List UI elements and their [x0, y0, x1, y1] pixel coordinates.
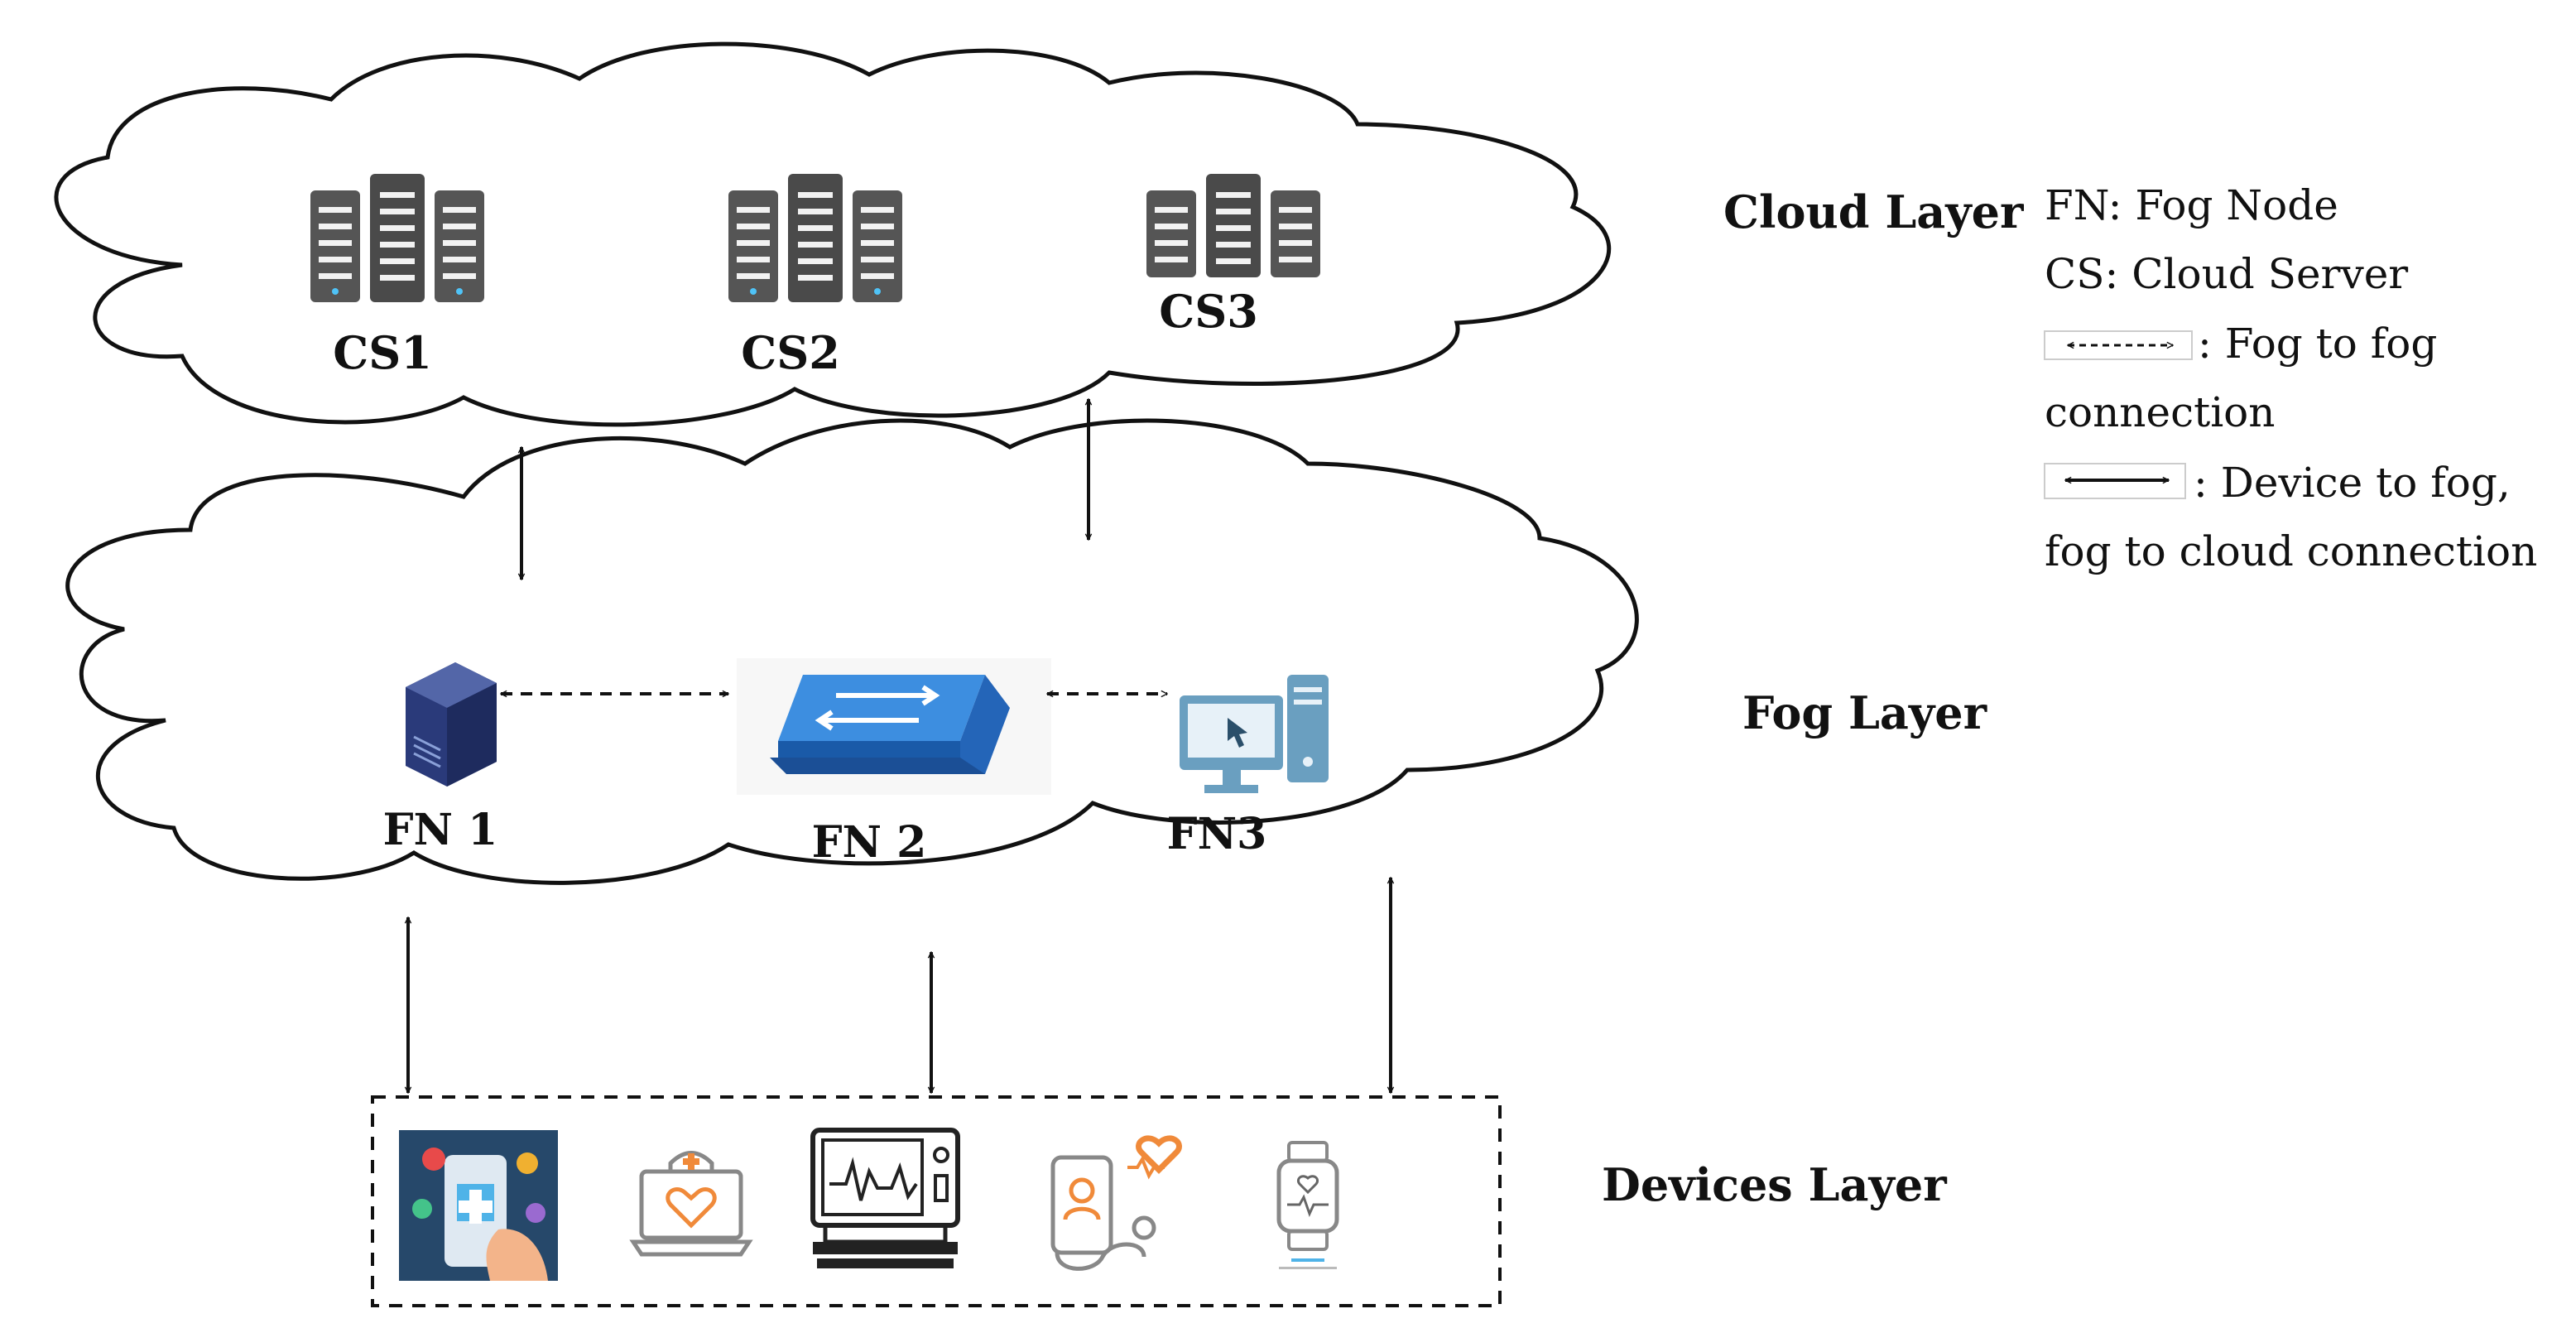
- legend: FN: Fog Node CS: Cloud Server : Fog to f…: [2044, 181, 2537, 575]
- legend-fog-to-cloud: fog to cloud connection: [2045, 527, 2537, 575]
- server-rack-icon: [1146, 174, 1320, 277]
- cs1-label: CS1: [333, 326, 432, 379]
- fog-layer-label: Fog Layer: [1742, 686, 1987, 739]
- server-rack-icon: [310, 174, 484, 302]
- fog-server-icon: [406, 662, 497, 787]
- server-rack-icon: [728, 174, 902, 302]
- cloud-layer-label: Cloud Layer: [1723, 185, 2024, 238]
- devices-box: [371, 1095, 1502, 1307]
- cs3-label: CS3: [1159, 285, 1258, 338]
- stethoscope-phone-icon: [1050, 1135, 1182, 1271]
- desktop-computer-icon: [1180, 675, 1329, 793]
- fn3-label: FN3: [1167, 809, 1267, 859]
- cs2-label: CS2: [741, 326, 840, 379]
- health-app-icon: [399, 1130, 558, 1281]
- smartwatch-icon: [1276, 1141, 1339, 1269]
- fog-layer-shape: [65, 418, 1639, 885]
- nurse-laptop-icon: [629, 1151, 753, 1257]
- legend-fn: FN: Fog Node: [2045, 181, 2338, 229]
- fn2-label: FN 2: [812, 817, 927, 868]
- legend-device-to-fog: : Device to fog,: [2194, 459, 2511, 507]
- devices-layer-label: Devices Layer: [1602, 1158, 1947, 1211]
- fn1-label: FN 1: [383, 805, 498, 855]
- legend-connection: connection: [2045, 388, 2276, 436]
- ecg-monitor-icon: [810, 1128, 960, 1268]
- legend-fog-to-fog: : Fog to fog: [2198, 320, 2437, 368]
- legend-cs: CS: Cloud Server: [2045, 250, 2408, 298]
- network-switch-icon: [737, 658, 1051, 795]
